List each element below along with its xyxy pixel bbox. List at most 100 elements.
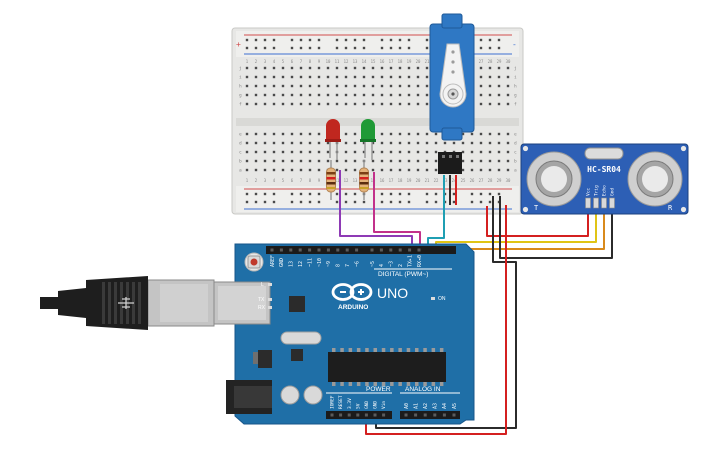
breadboard-hole[interactable] <box>272 200 276 204</box>
breadboard-hole[interactable] <box>290 132 294 136</box>
breadboard-hole[interactable] <box>254 192 258 196</box>
breadboard-hole[interactable] <box>425 38 429 42</box>
breadboard-hole[interactable] <box>416 150 420 154</box>
breadboard-hole[interactable] <box>506 132 510 136</box>
breadboard-hole[interactable] <box>308 66 312 70</box>
breadboard-hole[interactable] <box>254 150 258 154</box>
breadboard-hole[interactable] <box>407 102 411 106</box>
power-pin-hole[interactable] <box>364 413 368 417</box>
breadboard-hole[interactable] <box>290 150 294 154</box>
breadboard-hole[interactable] <box>317 102 321 106</box>
breadboard-hole[interactable] <box>389 132 393 136</box>
breadboard-hole[interactable] <box>299 159 303 163</box>
breadboard-hole[interactable] <box>497 150 501 154</box>
breadboard-hole[interactable] <box>299 84 303 88</box>
breadboard-hole[interactable] <box>506 102 510 106</box>
breadboard-hole[interactable] <box>398 141 402 145</box>
breadboard-hole[interactable] <box>479 84 483 88</box>
breadboard-hole[interactable] <box>470 159 474 163</box>
breadboard-hole[interactable] <box>479 93 483 97</box>
breadboard-hole[interactable] <box>317 168 321 172</box>
breadboard-hole[interactable] <box>380 141 384 145</box>
breadboard-hole[interactable] <box>398 46 402 50</box>
breadboard-hole[interactable] <box>317 200 321 204</box>
breadboard-hole[interactable] <box>308 75 312 79</box>
breadboard-hole[interactable] <box>290 200 294 204</box>
sensor-pin[interactable] <box>593 197 599 209</box>
breadboard-hole[interactable] <box>488 102 492 106</box>
breadboard-hole[interactable] <box>290 159 294 163</box>
breadboard-hole[interactable] <box>308 93 312 97</box>
breadboard-hole[interactable] <box>434 192 438 196</box>
breadboard-hole[interactable] <box>317 141 321 145</box>
breadboard-hole[interactable] <box>263 200 267 204</box>
breadboard-hole[interactable] <box>299 192 303 196</box>
breadboard-hole[interactable] <box>488 75 492 79</box>
breadboard-hole[interactable] <box>362 84 366 88</box>
breadboard-hole[interactable] <box>479 141 483 145</box>
breadboard-hole[interactable] <box>353 141 357 145</box>
breadboard-hole[interactable] <box>407 141 411 145</box>
breadboard-hole[interactable] <box>326 84 330 88</box>
breadboard-hole[interactable] <box>425 150 429 154</box>
digital-pin-hole[interactable] <box>417 248 421 252</box>
breadboard-hole[interactable] <box>299 150 303 154</box>
breadboard-hole[interactable] <box>497 93 501 97</box>
breadboard-hole[interactable] <box>479 38 483 42</box>
breadboard-hole[interactable] <box>326 93 330 97</box>
breadboard-hole[interactable] <box>254 46 258 50</box>
breadboard-hole[interactable] <box>506 93 510 97</box>
breadboard-hole[interactable] <box>326 150 330 154</box>
breadboard-hole[interactable] <box>245 75 249 79</box>
breadboard-hole[interactable] <box>272 132 276 136</box>
breadboard-hole[interactable] <box>398 132 402 136</box>
breadboard-hole[interactable] <box>281 66 285 70</box>
breadboard-hole[interactable] <box>299 168 303 172</box>
breadboard-hole[interactable] <box>299 132 303 136</box>
breadboard-hole[interactable] <box>263 159 267 163</box>
breadboard-hole[interactable] <box>380 192 384 196</box>
breadboard-hole[interactable] <box>425 84 429 88</box>
usb-cable[interactable] <box>40 276 215 330</box>
breadboard-hole[interactable] <box>488 93 492 97</box>
power-pin-hole[interactable] <box>330 413 334 417</box>
breadboard-hole[interactable] <box>389 159 393 163</box>
breadboard-hole[interactable] <box>479 200 483 204</box>
breadboard-hole[interactable] <box>263 132 267 136</box>
wire-magenta[interactable] <box>373 172 421 246</box>
breadboard-hole[interactable] <box>299 93 303 97</box>
breadboard-hole[interactable] <box>254 75 258 79</box>
breadboard-hole[interactable] <box>371 159 375 163</box>
sensor-pin[interactable] <box>601 197 607 209</box>
breadboard-hole[interactable] <box>497 75 501 79</box>
breadboard-hole[interactable] <box>452 141 456 145</box>
breadboard-hole[interactable] <box>245 141 249 145</box>
breadboard-hole[interactable] <box>308 141 312 145</box>
breadboard-hole[interactable] <box>245 84 249 88</box>
breadboard-hole[interactable] <box>425 93 429 97</box>
breadboard-hole[interactable] <box>362 141 366 145</box>
breadboard-hole[interactable] <box>416 132 420 136</box>
breadboard-hole[interactable] <box>434 150 438 154</box>
breadboard-hole[interactable] <box>479 150 483 154</box>
breadboard-hole[interactable] <box>290 168 294 172</box>
breadboard-hole[interactable] <box>299 46 303 50</box>
digital-pin-hole[interactable] <box>326 248 330 252</box>
breadboard-hole[interactable] <box>380 200 384 204</box>
breadboard-hole[interactable] <box>506 75 510 79</box>
breadboard-hole[interactable] <box>353 75 357 79</box>
breadboard-hole[interactable] <box>425 132 429 136</box>
breadboard-hole[interactable] <box>272 192 276 196</box>
breadboard-hole[interactable] <box>308 46 312 50</box>
power-pin-hole[interactable] <box>347 413 351 417</box>
breadboard-hole[interactable] <box>362 150 366 154</box>
breadboard-hole[interactable] <box>407 38 411 42</box>
breadboard-hole[interactable] <box>488 132 492 136</box>
breadboard-hole[interactable] <box>290 38 294 42</box>
breadboard-hole[interactable] <box>344 159 348 163</box>
breadboard-hole[interactable] <box>272 38 276 42</box>
breadboard-hole[interactable] <box>335 84 339 88</box>
breadboard-hole[interactable] <box>245 38 249 42</box>
breadboard-hole[interactable] <box>290 66 294 70</box>
digital-pin-hole[interactable] <box>270 248 274 252</box>
